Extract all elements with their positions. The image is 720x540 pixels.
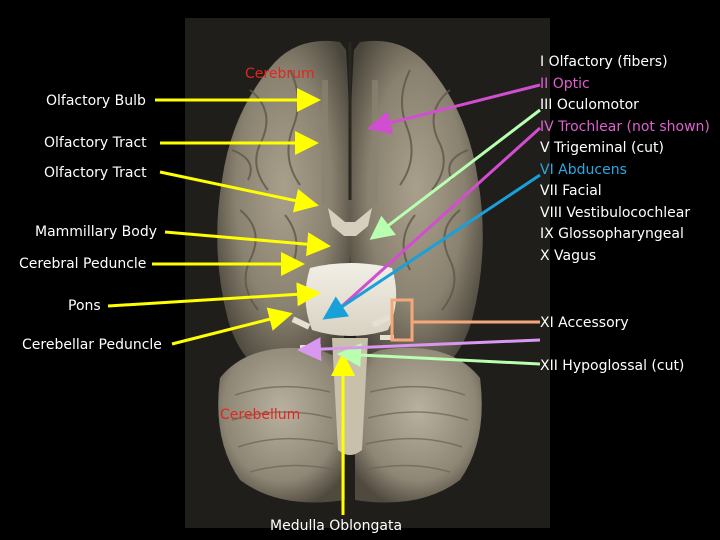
nerve-label: IV Trochlear (not shown) (540, 118, 710, 135)
cerebellum-shape (218, 347, 482, 503)
label-pons: Pons (68, 298, 101, 314)
label-cerebrum: Cerebrum (245, 66, 315, 82)
leader-mammillary-body (164, 230, 331, 257)
nerve-label: IX Glossopharyngeal (540, 226, 684, 242)
label-olfactory-tract-2: Olfactory Tract (44, 165, 147, 181)
leader-pons (107, 282, 321, 308)
nerve-label: X Vagus (540, 247, 597, 264)
optic-chiasm-shape (322, 80, 378, 236)
label-olfactory-tract-1: Olfactory Tract (44, 135, 147, 151)
leader-optic (367, 83, 541, 135)
nerve-label: I Olfactory (fibers) (540, 54, 668, 70)
nerve-label: VII Facial (540, 183, 602, 199)
leader-oculomotor (369, 108, 541, 240)
cranial-nerve-list: I Olfactory (fibers) II Optic III Oculom… (540, 52, 710, 267)
nerve-label: V Trigeminal (cut) (540, 140, 664, 156)
leader-vagus (297, 337, 541, 362)
label-medulla: Medulla Oblongata (270, 518, 403, 534)
label-accessory: XI Accessory (540, 315, 629, 331)
label-cerebral-peduncle: Cerebral Peduncle (19, 256, 147, 272)
nerve-label: III Oculomotor (540, 97, 639, 113)
label-cerebellar-peduncle: Cerebellar Peduncle (22, 337, 162, 353)
leader-cerebellar-peduncle (171, 307, 293, 346)
nerve-label: VI Abducens (540, 161, 627, 178)
nerve-label: II Optic (540, 75, 590, 92)
leader-trochlear (338, 126, 542, 310)
label-olfactory-bulb: Olfactory Bulb (46, 93, 146, 109)
label-hypoglossal: XII Hypoglossal (cut) (540, 358, 685, 374)
bracket-accessory (390, 298, 540, 342)
leader-abducens (322, 173, 541, 320)
label-mammillary-body: Mammillary Body (35, 224, 158, 240)
label-cerebellum: Cerebellum (220, 407, 301, 423)
leader-olfactory-tract-2 (159, 170, 319, 213)
leader-hypoglossal (337, 343, 541, 368)
nerve-label: VIII Vestibulocochlear (540, 204, 691, 221)
